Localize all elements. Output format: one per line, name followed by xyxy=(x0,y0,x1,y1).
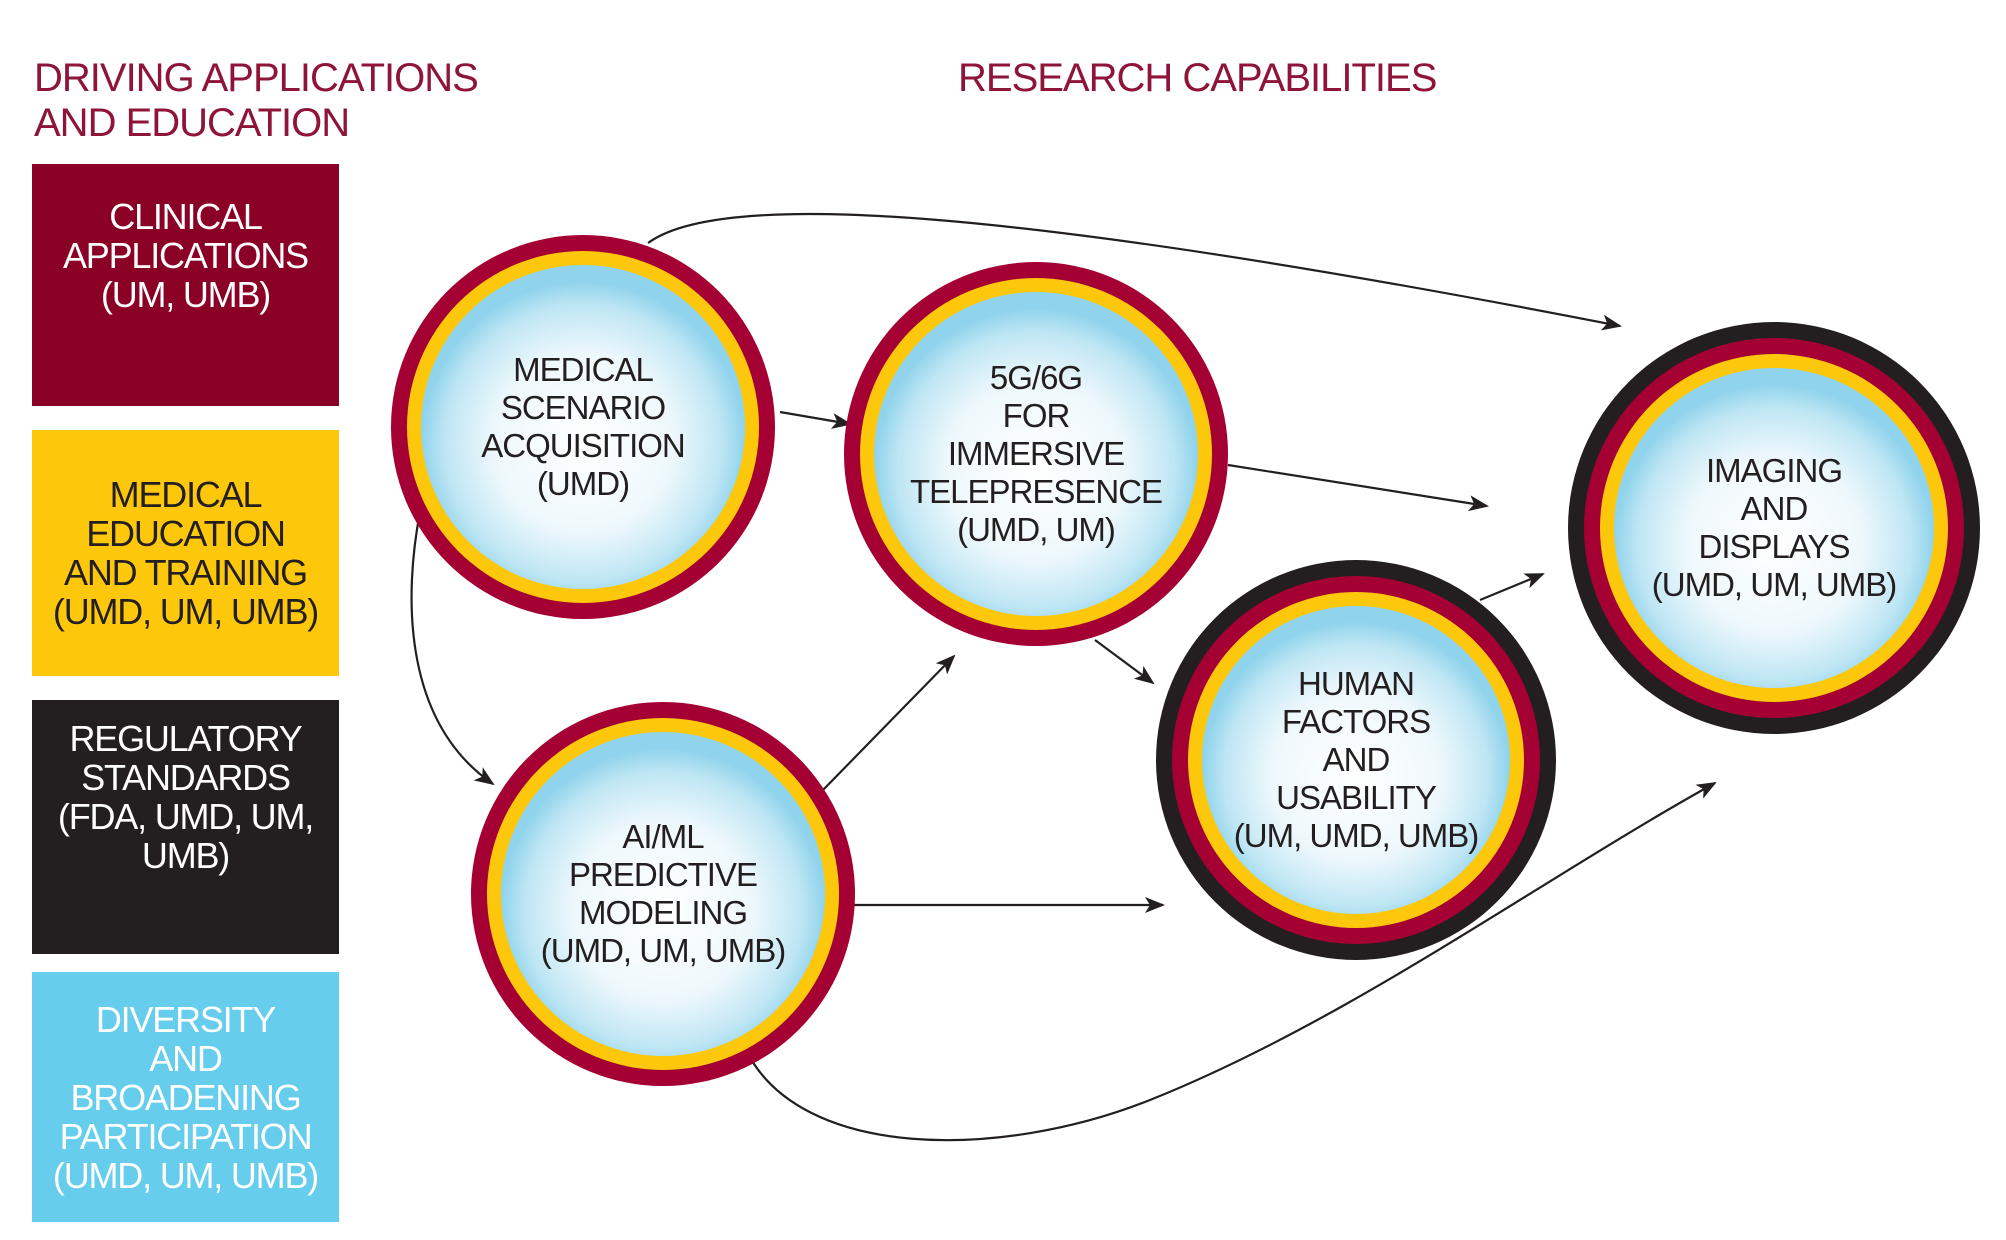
node-fill xyxy=(1202,606,1510,914)
diversity-participation-label: DIVERSITY AND BROADENING PARTICIPATION (… xyxy=(52,998,319,1196)
node-label-line: PREDICTIVE xyxy=(569,856,757,893)
node-label-line: AND xyxy=(1741,490,1808,527)
connection-arrows xyxy=(410,212,1717,1142)
arrow-scenario-to-aiml xyxy=(410,511,495,786)
node-label-line: FOR xyxy=(1003,397,1070,434)
node-label-line: SCENARIO xyxy=(501,389,666,426)
driving-applications-heading: DRIVING APPLICATIONS AND EDUCATION xyxy=(34,56,479,145)
arrow-scenario-to-imaging xyxy=(647,212,1622,331)
node-label-line: IMMERSIVE xyxy=(948,435,1124,472)
medical-education-label: MEDICAL EDUCATION AND TRAINING (UMD, UM,… xyxy=(52,474,319,632)
node-label-line: AI/ML xyxy=(622,818,704,855)
node-label-line: MEDICAL xyxy=(513,351,653,388)
clinical-applications-box: CLINICAL APPLICATIONS (UM, UMB) xyxy=(32,164,339,406)
node-label-line: FACTORS xyxy=(1282,703,1430,740)
arrow-aiml-to-imaging xyxy=(745,782,1717,1142)
research-capabilities-heading: RESEARCH CAPABILITIES xyxy=(958,56,1437,100)
node-label-line: ACQUISITION xyxy=(481,427,685,464)
node-label-line: (UMD, UM, UMB) xyxy=(1652,566,1896,603)
node-label-line: DISPLAYS xyxy=(1699,528,1850,565)
node-fill xyxy=(1614,368,1934,688)
node-label-line: HUMAN xyxy=(1298,665,1414,702)
diversity-participation-box: DIVERSITY AND BROADENING PARTICIPATION (… xyxy=(32,972,339,1222)
arrow-telepresence-to-human-factors xyxy=(1094,639,1155,685)
arrow-human-factors-to-imaging xyxy=(1479,572,1545,602)
node-fill xyxy=(421,265,745,589)
node-fill xyxy=(874,292,1198,616)
arrow-telepresence-to-imaging xyxy=(1227,463,1489,512)
node-label-line: 5G/6G xyxy=(990,359,1082,396)
node-label-line: USABILITY xyxy=(1276,779,1437,816)
regulatory-standards-box: REGULATORY STANDARDS (FDA, UMD, UM, UMB) xyxy=(32,700,339,954)
node-label-line: (UM, UMD, UMB) xyxy=(1234,817,1478,854)
node-fill xyxy=(501,732,825,1056)
node-label-line: AND xyxy=(1323,741,1390,778)
arrow-aiml-to-telepresence xyxy=(822,654,956,791)
clinical-applications-label: CLINICAL APPLICATIONS (UM, UMB) xyxy=(62,195,309,315)
capability-nodes: MEDICALSCENARIOACQUISITION(UMD)5G/6GFORI… xyxy=(391,235,1980,1086)
regulatory-standards-label: REGULATORY STANDARDS (FDA, UMD, UM, UMB) xyxy=(57,718,314,876)
arrow-scenario-to-telepresence xyxy=(779,410,852,429)
node-label-line: TELEPRESENCE xyxy=(910,473,1162,510)
node-label-line: (UMD) xyxy=(537,465,629,502)
medical-education-box: MEDICAL EDUCATION AND TRAINING (UMD, UM,… xyxy=(32,430,339,676)
node-label-line: IMAGING xyxy=(1706,452,1842,489)
node-label-line: MODELING xyxy=(579,894,747,931)
node-label-line: (UMD, UM) xyxy=(957,511,1115,548)
node-label-line: (UMD, UM, UMB) xyxy=(541,932,785,969)
